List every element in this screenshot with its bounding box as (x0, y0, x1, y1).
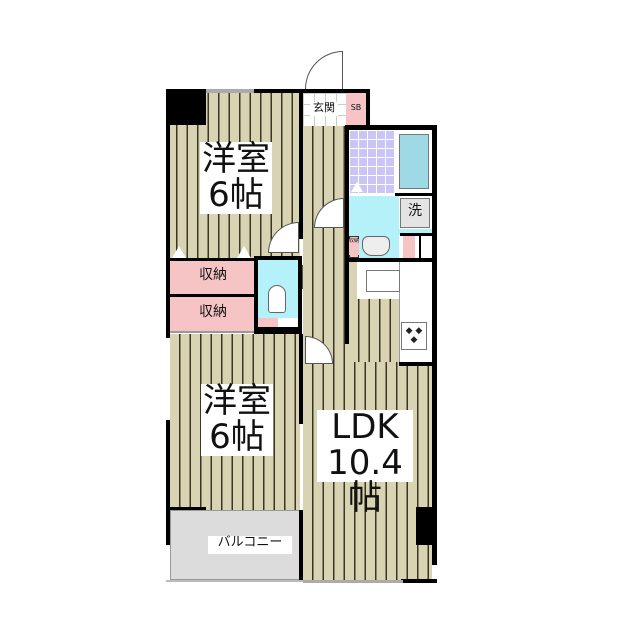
closet-hinge-marker-left (172, 246, 186, 258)
wall-storage-top (166, 258, 258, 261)
bath-wall-left (345, 125, 349, 258)
washroom-right (399, 229, 432, 235)
ldk-window-bottom (303, 580, 403, 583)
western-room-bottom-label: 洋室 6帖 (201, 381, 273, 457)
shoebox-label: SB (347, 103, 365, 115)
stove-icon: ◆ ◆◆ (401, 322, 427, 350)
wall-left-lower (166, 420, 170, 510)
washbasin (362, 236, 390, 256)
ldk-name: LDK (331, 407, 399, 447)
ldk-label: LDK 10.4帖 (317, 407, 413, 516)
wall-room-top-right (299, 89, 303, 239)
window-top (206, 89, 254, 93)
hallway (303, 126, 345, 336)
ldk-wall-bottom (401, 579, 437, 583)
toilet-wall-left (254, 258, 258, 333)
western-room-bottom-size: 6帖 (209, 416, 265, 457)
washroom-pink-shelf (403, 236, 415, 258)
washer-label: 洗 (403, 204, 427, 222)
kitchen-sink (366, 270, 400, 292)
storage-1-label: 収納 (195, 268, 231, 286)
hall-ldk-wall (345, 262, 349, 344)
bathtub (399, 134, 429, 189)
entrance-door[interactable] (305, 51, 343, 89)
wall-room-bottom-right (299, 334, 303, 424)
storage-bottom-line (170, 331, 255, 333)
wall-storage-mid (166, 294, 258, 297)
bath-wall-right (432, 125, 437, 565)
toilet-wall-right (298, 258, 302, 334)
wall-left-mid (166, 258, 170, 338)
balcony-outer-line (166, 580, 303, 582)
storage-small-label: 収納 (349, 238, 359, 255)
storage-2-label: 収納 (195, 305, 231, 323)
bath-wall-bottom (395, 193, 435, 196)
toilet-wall-bottom (254, 327, 302, 334)
entrance-wall-top (303, 89, 370, 93)
toilet-wall-top (254, 256, 302, 260)
bath-door-marker (351, 182, 363, 192)
western-room-top-label: 洋室 6帖 (200, 139, 272, 215)
bath-wall-top (345, 125, 437, 130)
entrance-label: 玄関 (310, 102, 338, 116)
toilet-shelf (258, 318, 278, 327)
western-room-bottom-name: 洋室 (203, 381, 271, 421)
washroom-partition (400, 233, 432, 236)
ldk-size: 10.4帖 (327, 442, 403, 519)
wall-top-room-top (254, 89, 304, 93)
closet-hinge-marker-right (237, 246, 251, 258)
kitchen-wall-bottom (399, 362, 432, 366)
western-room-top-size: 6帖 (208, 174, 264, 215)
washroom-wall-bottom (345, 258, 437, 262)
balcony-wall-right (299, 510, 303, 580)
wall-left-upper (166, 125, 170, 260)
washroom-white-shelf (419, 236, 431, 258)
western-room-top-name: 洋室 (202, 139, 270, 179)
pillar-top-left (166, 89, 206, 125)
balcony-label: バルコニー (208, 536, 292, 554)
entrance-wall-right (366, 89, 370, 127)
toilet-icon (268, 285, 286, 313)
pillar-bottom-right (416, 507, 434, 545)
